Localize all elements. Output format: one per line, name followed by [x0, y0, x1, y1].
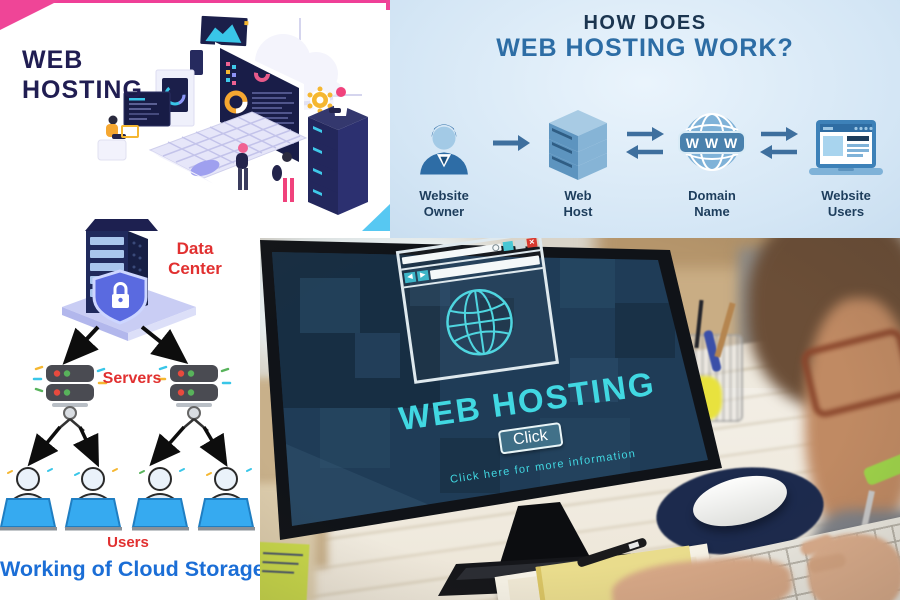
server-box-icon: [190, 50, 203, 75]
globe-icon: [446, 289, 513, 356]
panel-cloud-storage-diagram: Data Center Servers Users Working of Clo…: [0, 231, 260, 600]
arrows-both-icon: [760, 127, 798, 159]
web-host-server-icon: [549, 110, 607, 180]
arrow-to-server-right: [140, 325, 189, 364]
user-laptop-icons: [0, 467, 255, 531]
web-hosting-illustration-art: [85, 13, 390, 231]
web-hosting-title: WEB HOSTING: [22, 46, 143, 105]
panel-monitor-photo: ✕ ◀ ▶ WEB HOSTING Click C: [260, 238, 900, 600]
how-does-heading: HOW DOES: [583, 12, 707, 34]
arrow-to-user-3: [149, 425, 186, 467]
domain-globe-icon: W W W: [678, 113, 746, 171]
step-label: Domain: [688, 188, 736, 203]
cut-triangle: [362, 204, 390, 231]
step-label: Host: [563, 204, 593, 220]
pink-corner-triangle: [0, 0, 60, 30]
data-center-label-line1: Data: [176, 239, 214, 258]
step-domain-name: W W W Domain Name: [666, 106, 758, 221]
arrow-to-user-1: [27, 425, 62, 467]
data-center-label: Data Center: [152, 239, 238, 278]
step-label: Web: [564, 188, 592, 203]
cloud-storage-diagram-art: [0, 231, 255, 531]
gear-icon: [307, 86, 333, 120]
standing-person-icon: [236, 143, 248, 190]
pink-right-sliver: [386, 0, 390, 10]
web-hosting-work-heading: WEB HOSTING WORK?: [496, 34, 794, 62]
standing-woman-icon: [272, 152, 294, 202]
server-icon-left: [32, 365, 108, 432]
panel-how-web-hosting-works: HOW DOES WEB HOSTING WORK? Website Owner: [390, 0, 900, 238]
step-label: Website: [419, 188, 469, 203]
step-label: Website: [821, 188, 871, 203]
data-center-label-line2: Center: [168, 258, 222, 278]
web-hosting-title-line1: WEB: [22, 46, 84, 74]
cloud-storage-caption: Working of Cloud Storage: [0, 557, 260, 581]
website-owner-icon: [420, 124, 468, 175]
sitting-person-icon: [97, 115, 139, 161]
arrow-to-user-2: [72, 426, 99, 468]
users-label: Users: [107, 534, 149, 551]
server-stack-icon: [308, 104, 368, 215]
chart-monitor-icon: [198, 13, 250, 49]
step-label: Name: [694, 204, 730, 220]
screen-content: ✕ ◀ ▶ WEB HOSTING Click C: [376, 238, 736, 492]
step-website-owner: Website Owner: [398, 106, 490, 221]
panel-web-hosting-illustration: WEB HOSTING: [0, 0, 390, 231]
website-users-laptop-icon: [809, 120, 883, 175]
cut-shape: [85, 219, 158, 231]
lock-shield-icon: [92, 269, 148, 325]
step-label: Users: [827, 204, 865, 220]
arrow-right-icon: [493, 135, 530, 151]
step-label: Owner: [423, 204, 465, 220]
hosting-flow-diagram: Website Owner: [398, 106, 892, 221]
web-hosting-title-line2: HOSTING: [22, 75, 143, 104]
arrows-both-icon: [626, 127, 664, 159]
servers-label: Servers: [102, 370, 162, 387]
server-icon-right: [156, 365, 232, 432]
photo-vignette: [260, 238, 900, 600]
laptop-icon: [148, 42, 308, 184]
code-monitor-icon: [123, 91, 171, 127]
browser-window: ✕ ◀ ▶: [395, 238, 560, 384]
arrow-to-user-4: [199, 426, 228, 468]
person-on-server-icon: [329, 87, 349, 116]
arrow-to-server-left: [62, 325, 100, 365]
step-web-host: Web Host: [532, 106, 624, 221]
step-website-users: Website Users: [800, 106, 892, 221]
pink-top-strip: [0, 0, 390, 3]
www-text: W W W: [686, 135, 738, 151]
